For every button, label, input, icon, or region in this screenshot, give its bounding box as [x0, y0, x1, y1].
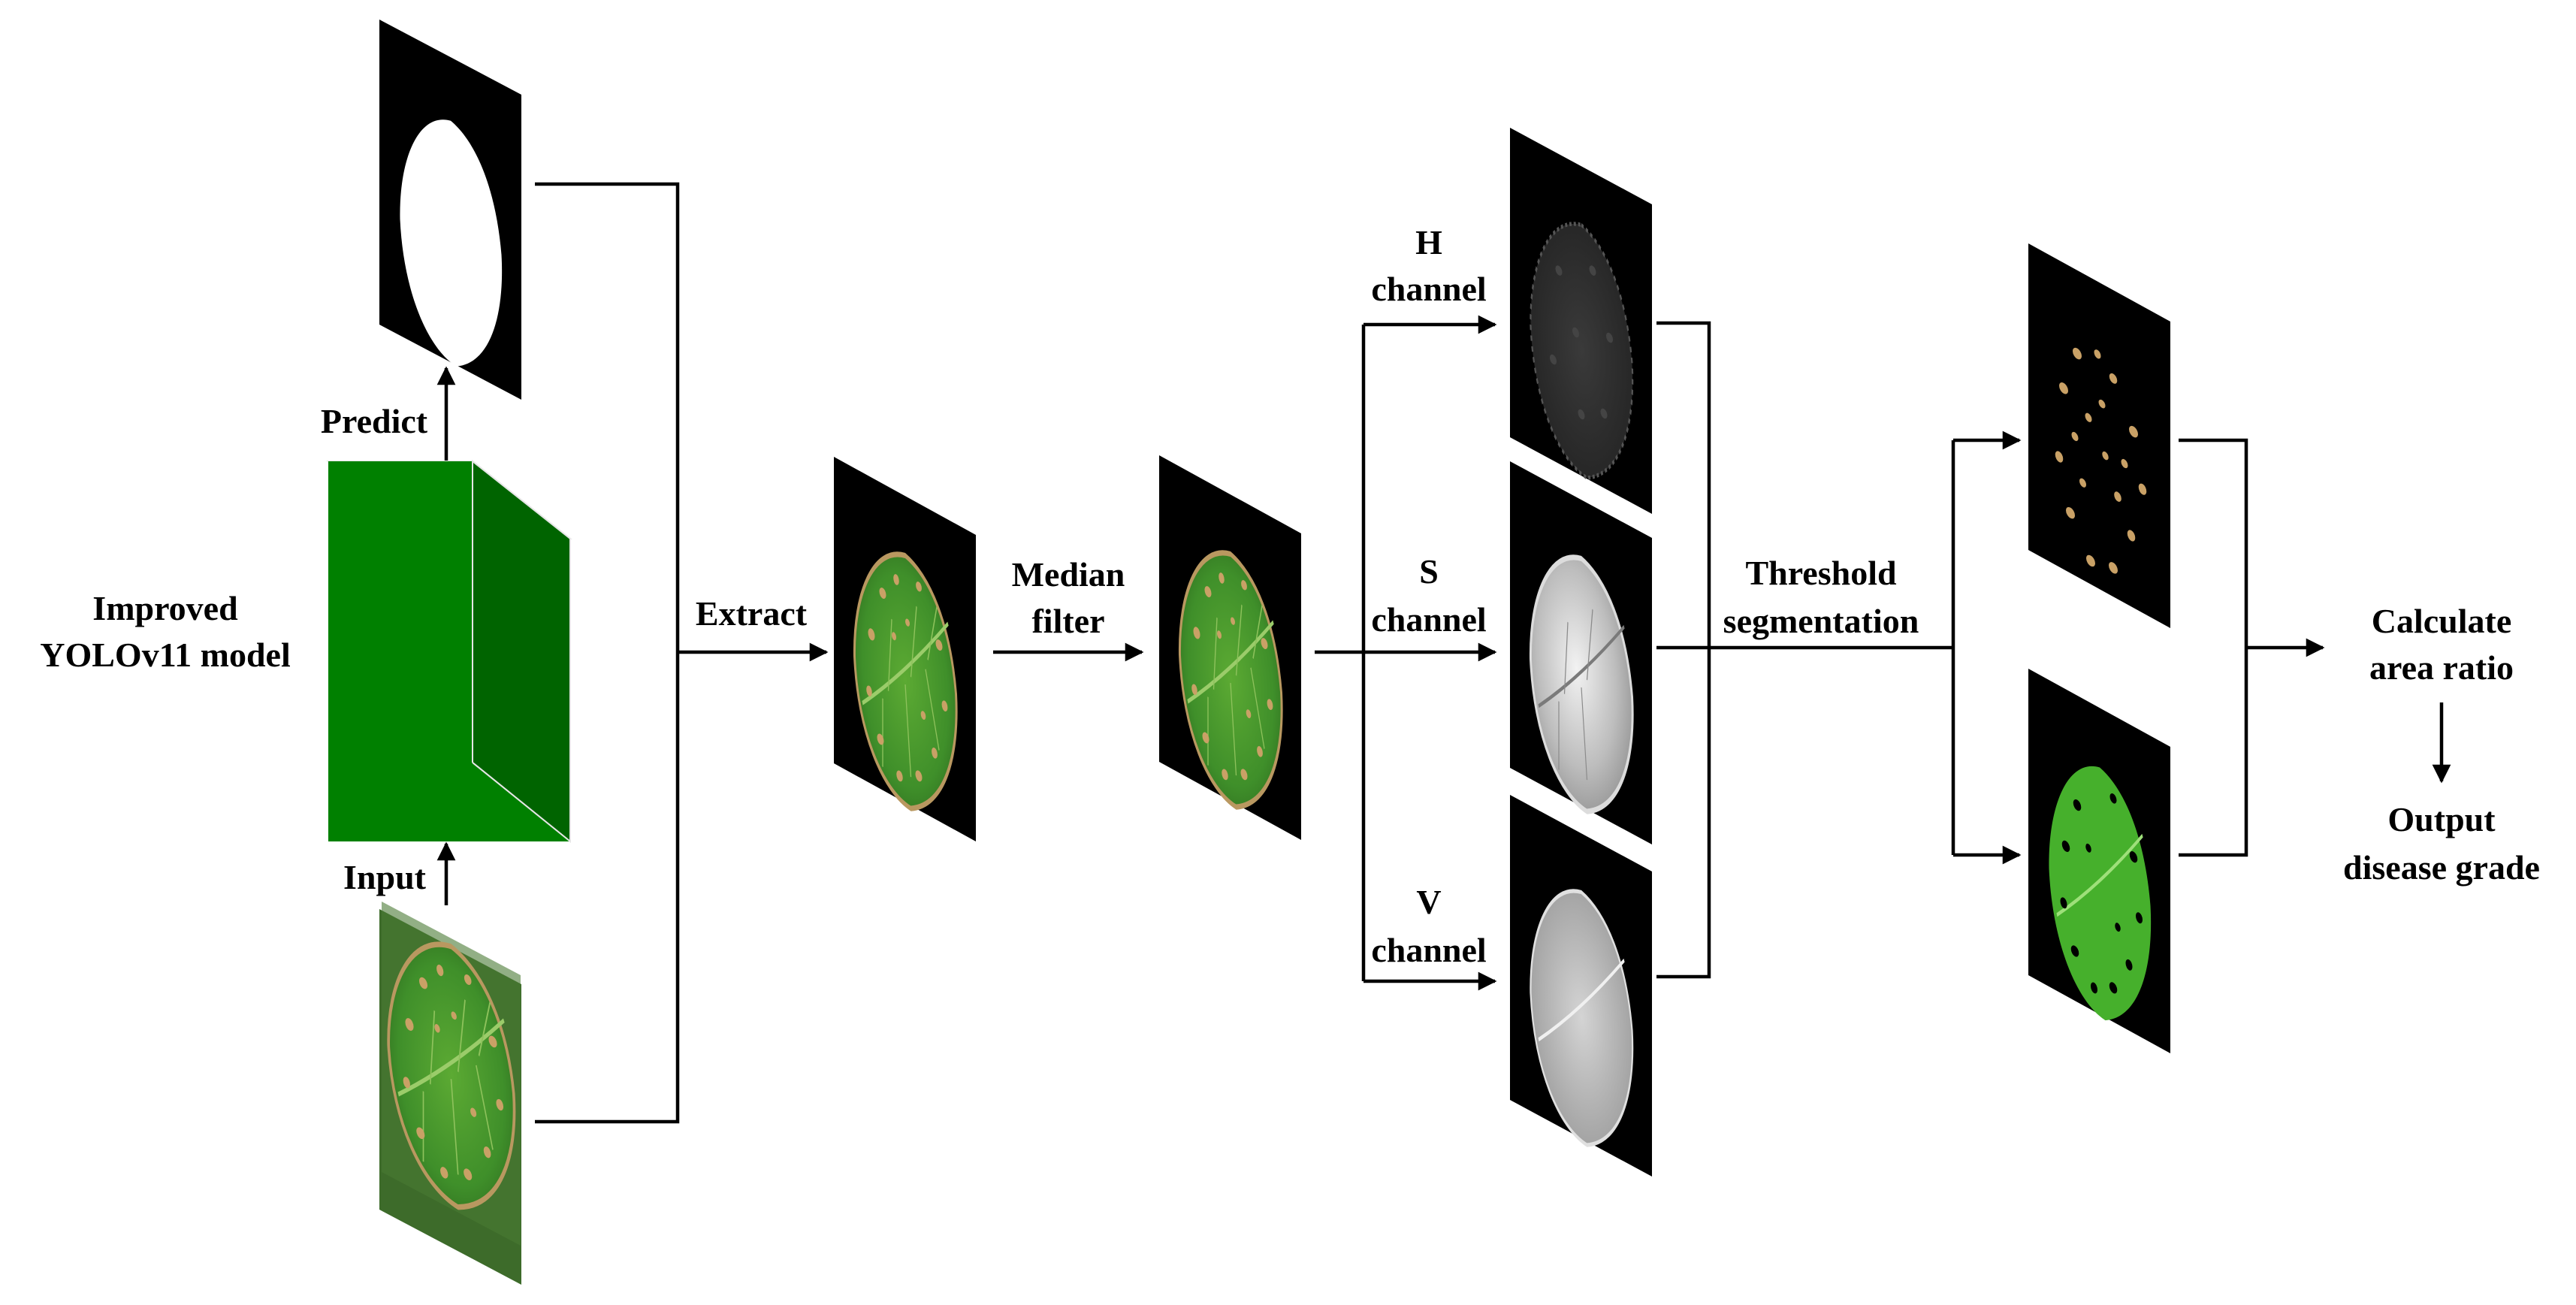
output-collect-connector [2179, 438, 2248, 857]
calc-label-line1: Calculate [2372, 602, 2512, 640]
h-channel-image [1510, 128, 1652, 514]
healthy-segment-image [2028, 669, 2170, 1053]
v-channel-image [1510, 795, 1652, 1177]
s-label-line2: channel [1371, 600, 1486, 639]
leaf-mask-icon [400, 119, 503, 367]
model-label-line2: YOLOv11 model [40, 636, 291, 674]
model-label-line1: Improved [92, 589, 238, 627]
median-label-line2: filter [1031, 602, 1104, 640]
extracted-leaf-image [834, 457, 976, 841]
predict-label: Predict [321, 402, 428, 440]
extract-label: Extract [696, 594, 808, 633]
output-label-line1: Output [2387, 800, 2496, 838]
h-label-line1: H [1415, 223, 1442, 261]
s-channel-image [1510, 461, 1652, 844]
median-label-line1: Median [1012, 555, 1125, 594]
input-label: Input [343, 858, 427, 896]
s-label-line1: S [1419, 552, 1439, 591]
output-label-line2: disease grade [2343, 848, 2540, 887]
h-label-line2: channel [1371, 270, 1486, 308]
v-label-line1: V [1416, 883, 1441, 921]
mask-image [379, 20, 521, 400]
hsv-collect-connector [1656, 321, 1711, 979]
filtered-leaf-image [1159, 455, 1301, 840]
3d-box-icon [326, 459, 572, 844]
input-image [379, 902, 521, 1285]
threshold-label-line2: segmentation [1723, 602, 1919, 640]
lesion-segment-image [2028, 243, 2170, 628]
v-label-line2: channel [1371, 931, 1486, 969]
calc-label-line2: area ratio [2369, 648, 2514, 687]
threshold-label-line1: Threshold [1745, 554, 1897, 592]
